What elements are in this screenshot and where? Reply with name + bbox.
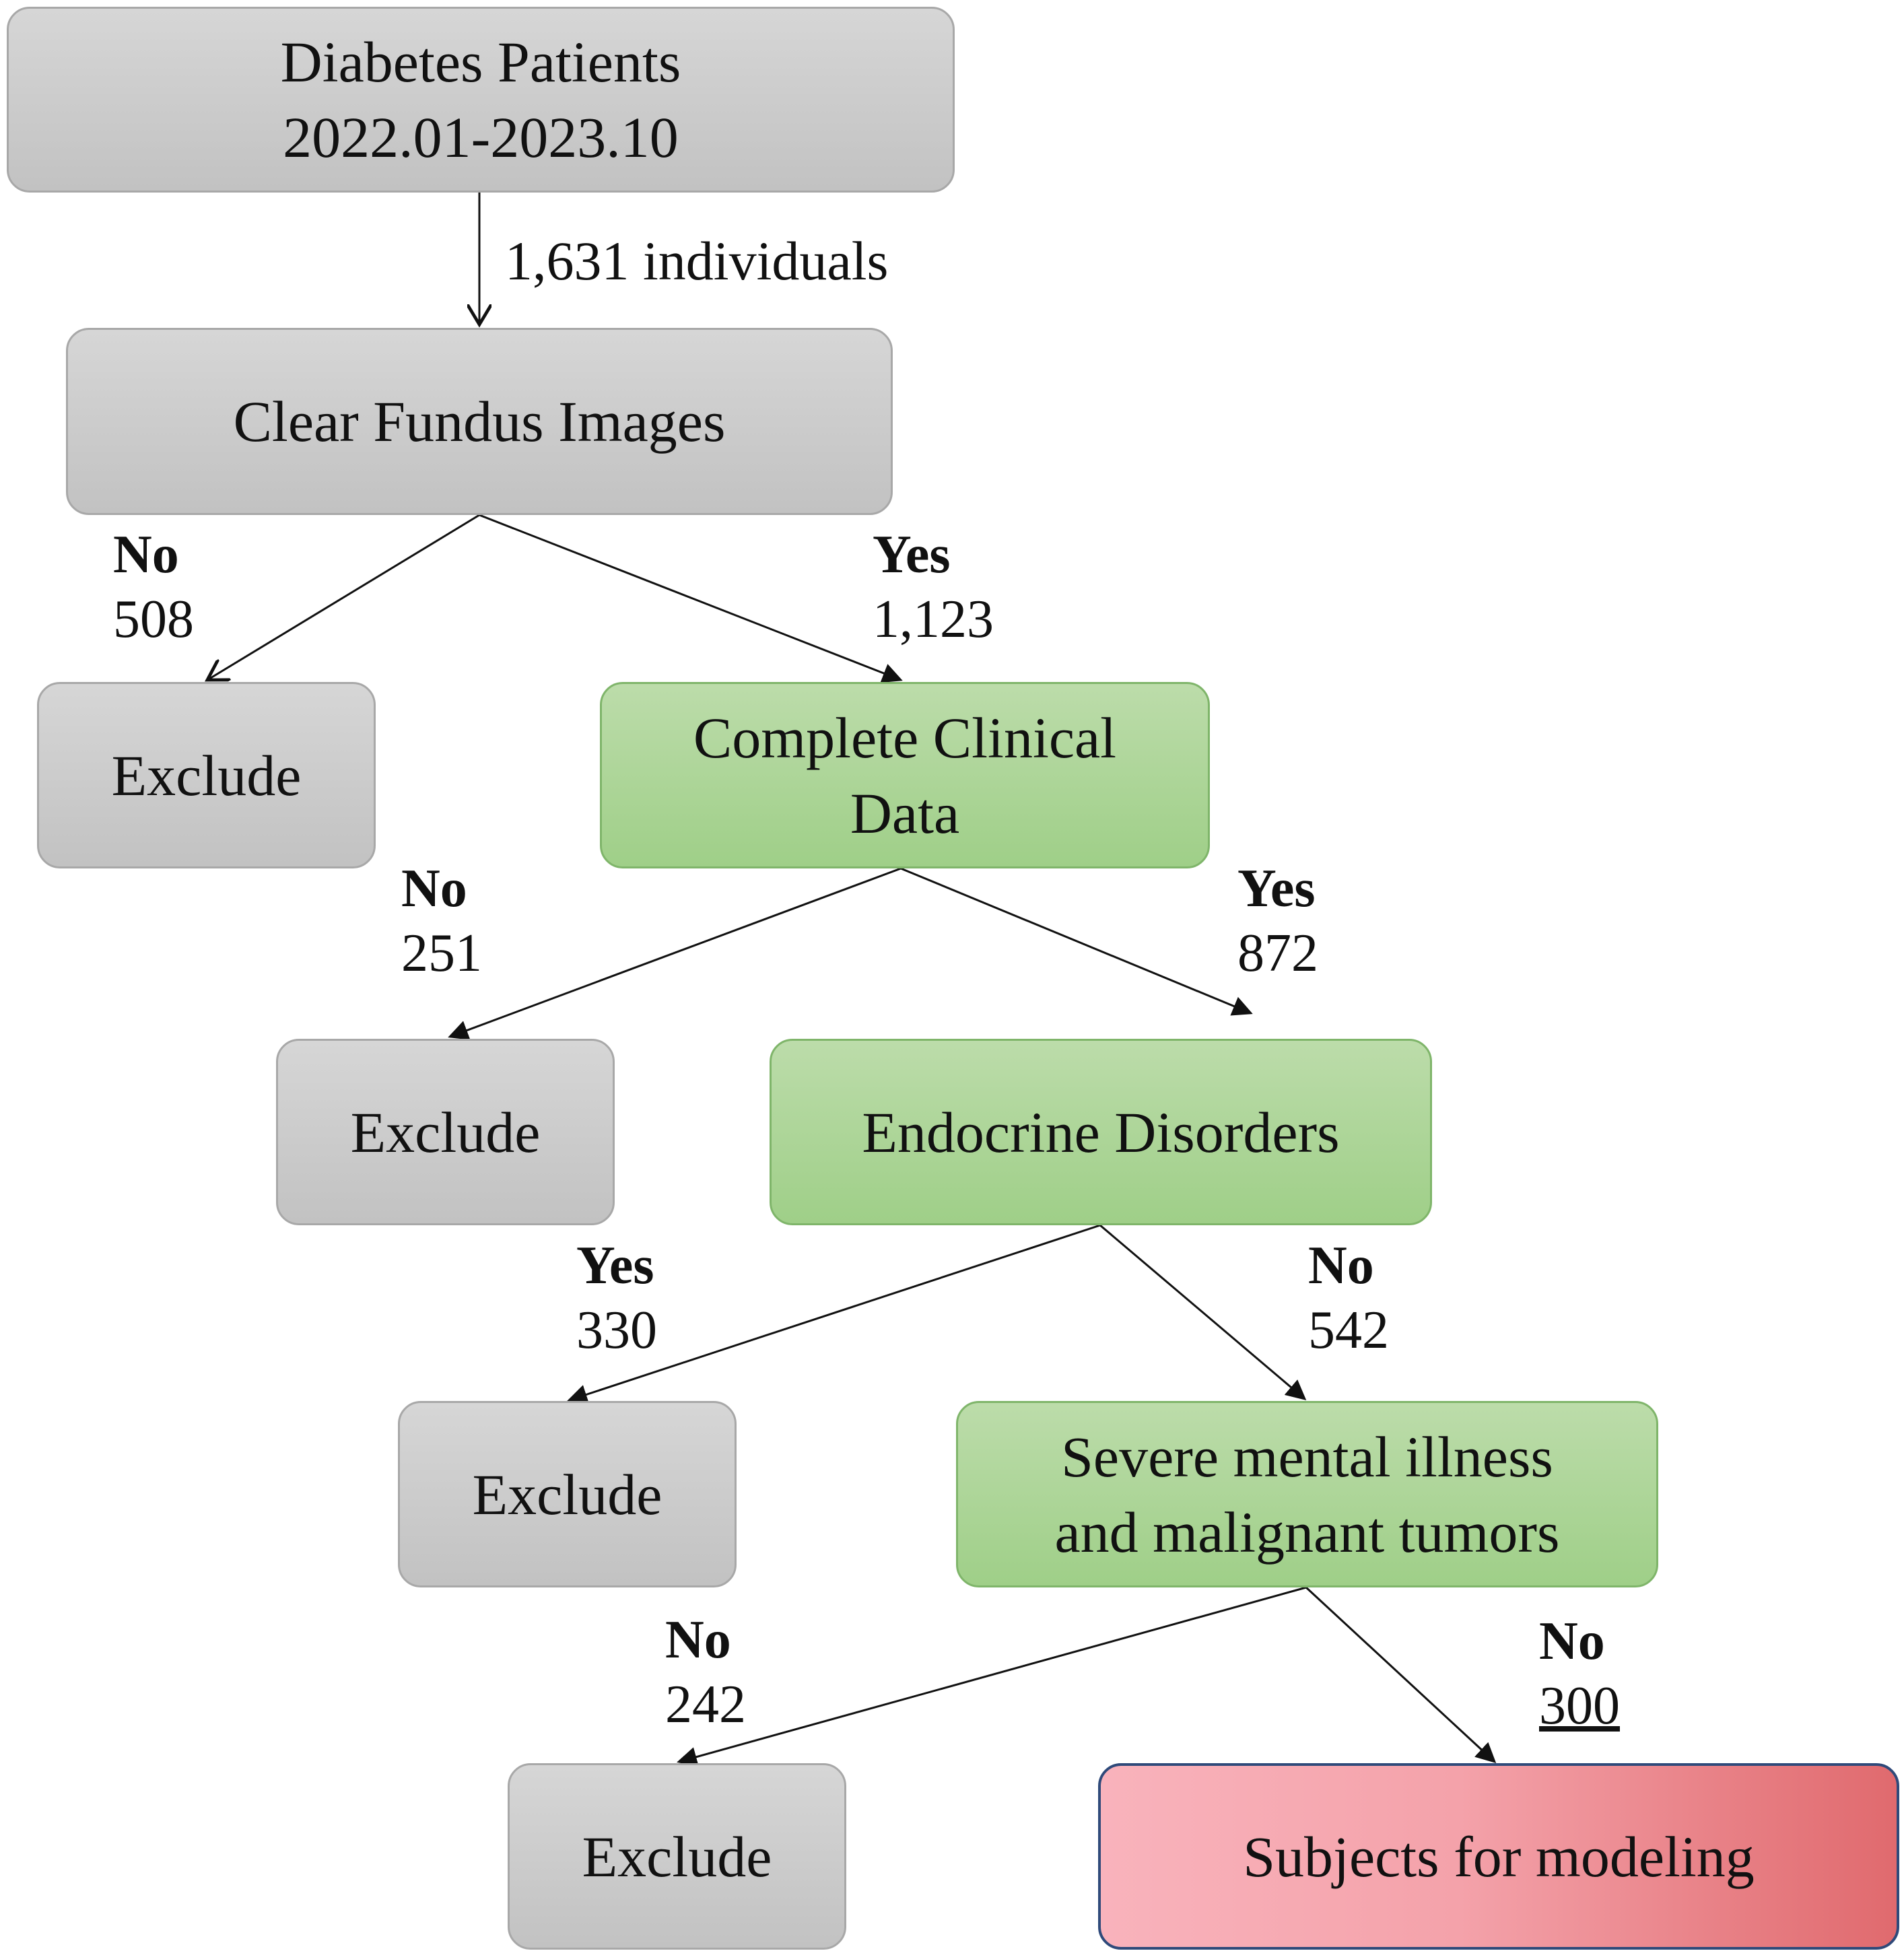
node-clear-fundus-images-text: Clear Fundus Images xyxy=(233,389,726,454)
edge-label-severe-no-exclude: No 242 xyxy=(665,1608,746,1737)
edge-label-clinical-no-answer: No xyxy=(401,859,467,918)
edge-label-severe-no-exclude-answer: No xyxy=(665,1610,731,1670)
edge-label-individuals-text: 1,631 individuals xyxy=(505,230,889,292)
edge-label-clinical-yes-count: 872 xyxy=(1237,924,1318,983)
edge-label-fundus-yes-count: 1,123 xyxy=(873,590,994,649)
node-endocrine-disorders: Endocrine Disorders xyxy=(770,1039,1432,1225)
node-complete-clinical-data-line2: Data xyxy=(850,780,960,846)
arrow-fundus-exclude1 xyxy=(207,514,480,680)
edge-label-fundus-yes-answer: Yes xyxy=(873,525,951,584)
edge-label-individuals: 1,631 individuals xyxy=(505,229,888,294)
edge-label-endocrine-yes: Yes 330 xyxy=(576,1233,657,1363)
node-severe-mental-illness: Severe mental illness and malignant tumo… xyxy=(956,1401,1658,1587)
edge-label-severe-no-exclude-count: 242 xyxy=(665,1675,746,1734)
arrow-clinical-exclude2 xyxy=(448,867,902,1040)
edge-label-endocrine-yes-count: 330 xyxy=(576,1301,657,1360)
node-exclude-1: Exclude xyxy=(37,682,376,868)
node-exclude-4: Exclude xyxy=(508,1763,846,1950)
arrow-severe-final xyxy=(1305,1586,1497,1764)
node-complete-clinical-data-line1: Complete Clinical xyxy=(693,705,1117,770)
node-exclude-1-text: Exclude xyxy=(111,743,302,808)
edge-label-fundus-no: No 508 xyxy=(113,522,194,652)
node-exclude-2: Exclude xyxy=(276,1039,615,1225)
edge-label-endocrine-no-count: 542 xyxy=(1308,1301,1389,1360)
node-exclude-4-text: Exclude xyxy=(582,1824,772,1889)
node-severe-mental-illness-line1: Severe mental illness xyxy=(1061,1424,1553,1489)
edge-label-severe-no-final-answer: No xyxy=(1539,1612,1605,1671)
arrow-fundus-clinical xyxy=(479,514,903,683)
edge-label-clinical-no-count: 251 xyxy=(401,924,482,983)
node-diabetes-patients-line1: Diabetes Patients xyxy=(280,30,681,94)
edge-label-fundus-no-answer: No xyxy=(113,525,179,584)
node-diabetes-patients: Diabetes Patients 2022.01-2023.10 xyxy=(7,7,955,193)
edge-label-clinical-no: No 251 xyxy=(401,856,482,986)
node-clear-fundus-images: Clear Fundus Images xyxy=(66,328,893,515)
edge-label-clinical-yes: Yes 872 xyxy=(1237,856,1318,986)
edge-label-severe-no-final: No 300 xyxy=(1539,1609,1620,1738)
edge-label-clinical-yes-answer: Yes xyxy=(1237,859,1316,918)
node-subjects-for-modeling-text: Subjects for modeling xyxy=(1243,1824,1755,1889)
node-severe-mental-illness-line2: and malignant tumors xyxy=(1054,1499,1560,1565)
edge-label-endocrine-yes-answer: Yes xyxy=(576,1236,654,1295)
node-endocrine-disorders-text: Endocrine Disorders xyxy=(862,1099,1340,1165)
arrow-endocrine-exclude3 xyxy=(567,1224,1101,1404)
node-diabetes-patients-line2: 2022.01-2023.10 xyxy=(283,105,679,170)
node-exclude-2-text: Exclude xyxy=(350,1099,541,1165)
node-exclude-3: Exclude xyxy=(398,1401,737,1587)
edge-label-endocrine-no: No 542 xyxy=(1308,1233,1389,1363)
node-exclude-3-text: Exclude xyxy=(472,1462,662,1527)
arrow-severe-exclude4 xyxy=(677,1586,1307,1767)
arrow-endocrine-severe xyxy=(1099,1224,1307,1400)
arrow-clinical-endocrine xyxy=(900,867,1253,1016)
edge-label-severe-no-final-count: 300 xyxy=(1539,1676,1620,1736)
node-complete-clinical-data: Complete Clinical Data xyxy=(600,682,1210,868)
edge-label-fundus-no-count: 508 xyxy=(113,590,194,649)
edge-label-fundus-yes: Yes 1,123 xyxy=(873,522,994,652)
edge-label-endocrine-no-answer: No xyxy=(1308,1236,1374,1295)
node-subjects-for-modeling: Subjects for modeling xyxy=(1098,1763,1899,1950)
